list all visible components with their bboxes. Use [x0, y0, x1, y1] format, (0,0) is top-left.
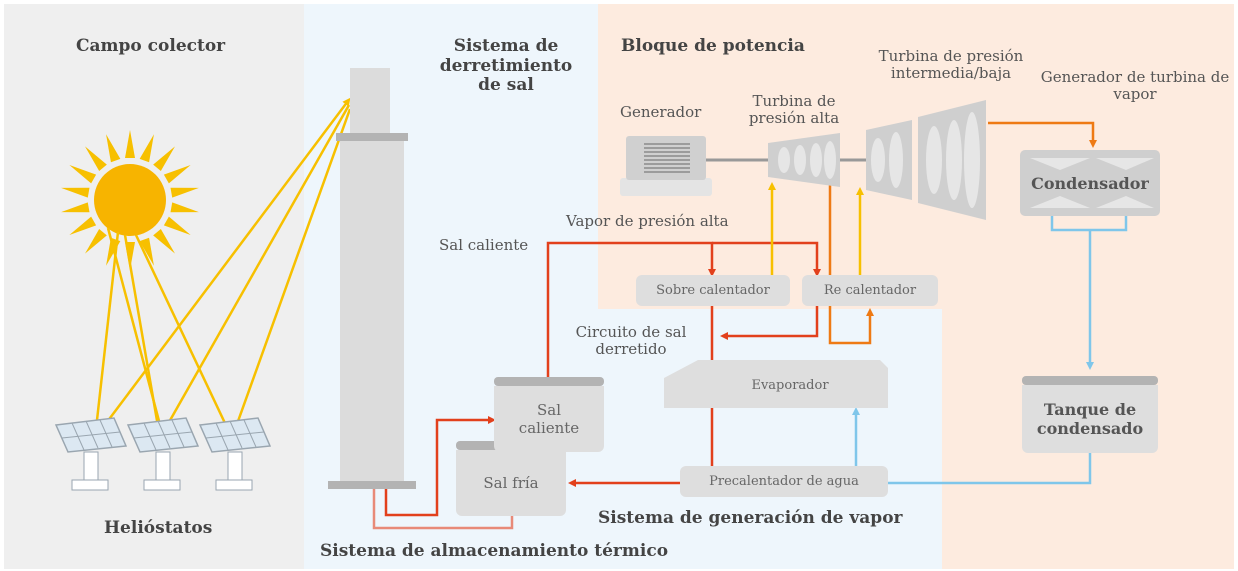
steam-generation-title: Sistema de generación de vapor [598, 508, 903, 528]
storage-title: Sistema de almacenamiento térmico [320, 541, 669, 561]
steam-generation-region [598, 309, 942, 569]
melting-title: Sistema de derretimiento de sal [439, 36, 573, 96]
sun-rays [93, 227, 234, 441]
sun-icon [61, 130, 199, 270]
salt-return-line [720, 306, 819, 340]
cold-salt-return-line [372, 489, 514, 530]
ip-lp-turbine-icon [866, 100, 986, 220]
reheat-loop-line [828, 160, 874, 345]
condenser-label: Condensador [1031, 173, 1149, 193]
generator-icon [620, 136, 712, 196]
ip-lp-turbine-label: Turbina de presión intermedia/baja [878, 47, 1024, 83]
collector-region [4, 4, 304, 569]
reflected-rays [94, 97, 352, 439]
evaporator-label: Evaporador [751, 377, 829, 393]
hot-salt-line [546, 241, 716, 377]
reheater-box: Re calentador [802, 275, 938, 306]
hot-salt-line-reheater [712, 241, 821, 277]
heliostat-icon [198, 417, 272, 491]
condensate-tank: Tanque de condensado [1022, 385, 1158, 453]
exhaust-steam-line [988, 121, 1097, 148]
condenser-icon [1020, 150, 1160, 216]
superheater-box: Sobre calentador [636, 275, 790, 306]
hot-salt-line-label: Sal caliente [439, 236, 529, 254]
hp-turbine-icon [768, 133, 840, 187]
hot-salt-feed-line [384, 416, 496, 517]
heliostat-icon [126, 417, 200, 491]
power-block-title: Bloque de potencia [621, 36, 805, 56]
cold-salt-tank: Sal fría [456, 450, 566, 516]
collector-title: Campo colector [76, 36, 226, 56]
receiver-tower-icon [328, 68, 416, 489]
water-preheater-box: Precalentador de agua [680, 466, 888, 497]
feedwater-line [888, 453, 1092, 485]
condensate-tank-cap [1022, 376, 1158, 385]
molten-salt-circuit-label: Circuito de sal derretido [575, 323, 687, 359]
evaporator-shape [664, 360, 888, 408]
hp-steam-label: Vapor de presión alta [566, 212, 729, 230]
heliostats-label: Helióstatos [104, 518, 213, 538]
heliostat-icon [54, 417, 128, 491]
hp-turbine-label: Turbina de presión alta [748, 92, 840, 128]
generator-label: Generador [620, 103, 702, 121]
steam-turbine-generator-label: Generador de turbina de vapor [1040, 68, 1230, 104]
hot-salt-tank: Sal caliente [494, 386, 604, 452]
hot-tank-cap [494, 377, 604, 386]
